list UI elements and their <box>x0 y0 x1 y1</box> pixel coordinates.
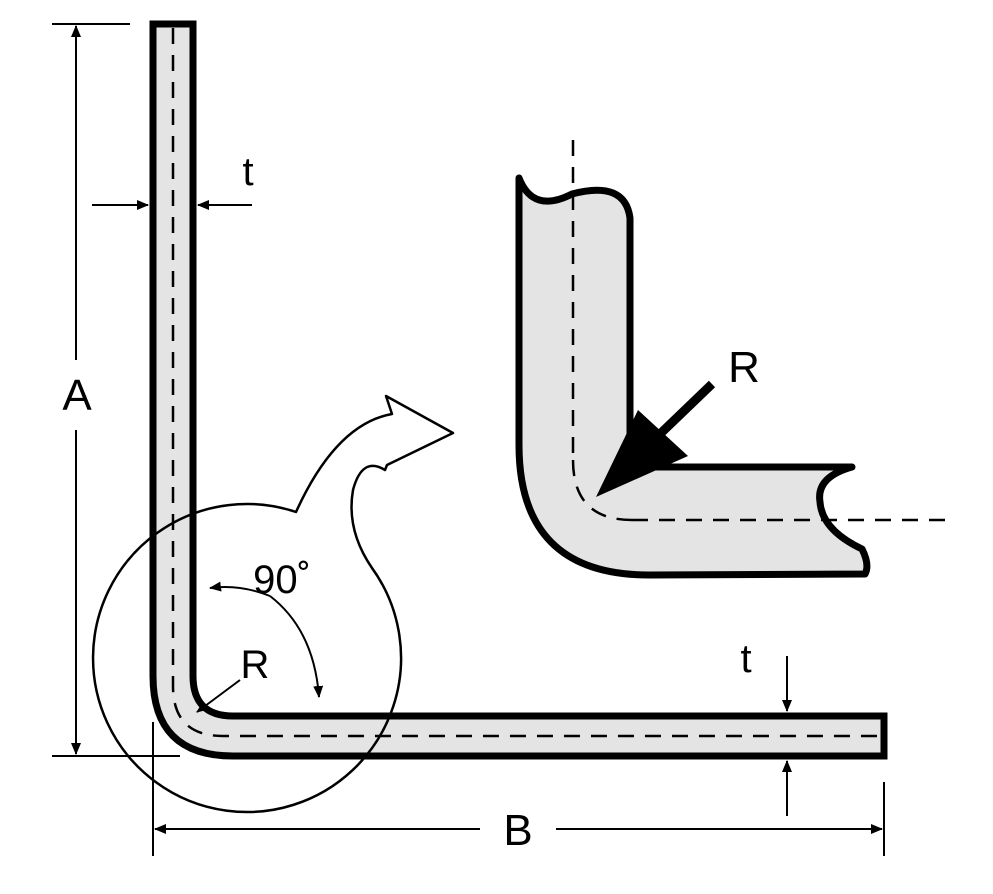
thickness-vertical-dimension: t <box>92 150 254 210</box>
detail-view <box>515 140 955 579</box>
bent-sheet-part <box>149 20 888 760</box>
detail-axis-arc <box>571 459 633 522</box>
dimension-b: B <box>152 722 885 856</box>
radius-main-dimension: R <box>196 643 270 713</box>
neutral-axis-line <box>171 28 880 738</box>
dimension-b-label: B <box>503 806 532 855</box>
dimension-a: A <box>52 23 180 757</box>
thickness-vertical-label: t <box>242 150 253 194</box>
magnifier-circle-with-arrow <box>91 394 455 814</box>
radius-detail-dimension: R <box>596 343 760 497</box>
thickness-horizontal-label: t <box>740 637 751 681</box>
detail-profile <box>515 174 871 579</box>
detail-callout <box>91 394 455 814</box>
thickness-horizontal-dimension: t <box>740 637 792 816</box>
sheet-profile <box>149 20 888 760</box>
angle-label: 90˚ <box>253 558 311 602</box>
radius-main-label: R <box>241 643 270 687</box>
bold-arrow-head <box>596 410 688 497</box>
radius-detail-label: R <box>728 343 760 392</box>
dimension-a-label: A <box>62 371 92 420</box>
angle-dimension: 90˚ <box>209 558 324 698</box>
